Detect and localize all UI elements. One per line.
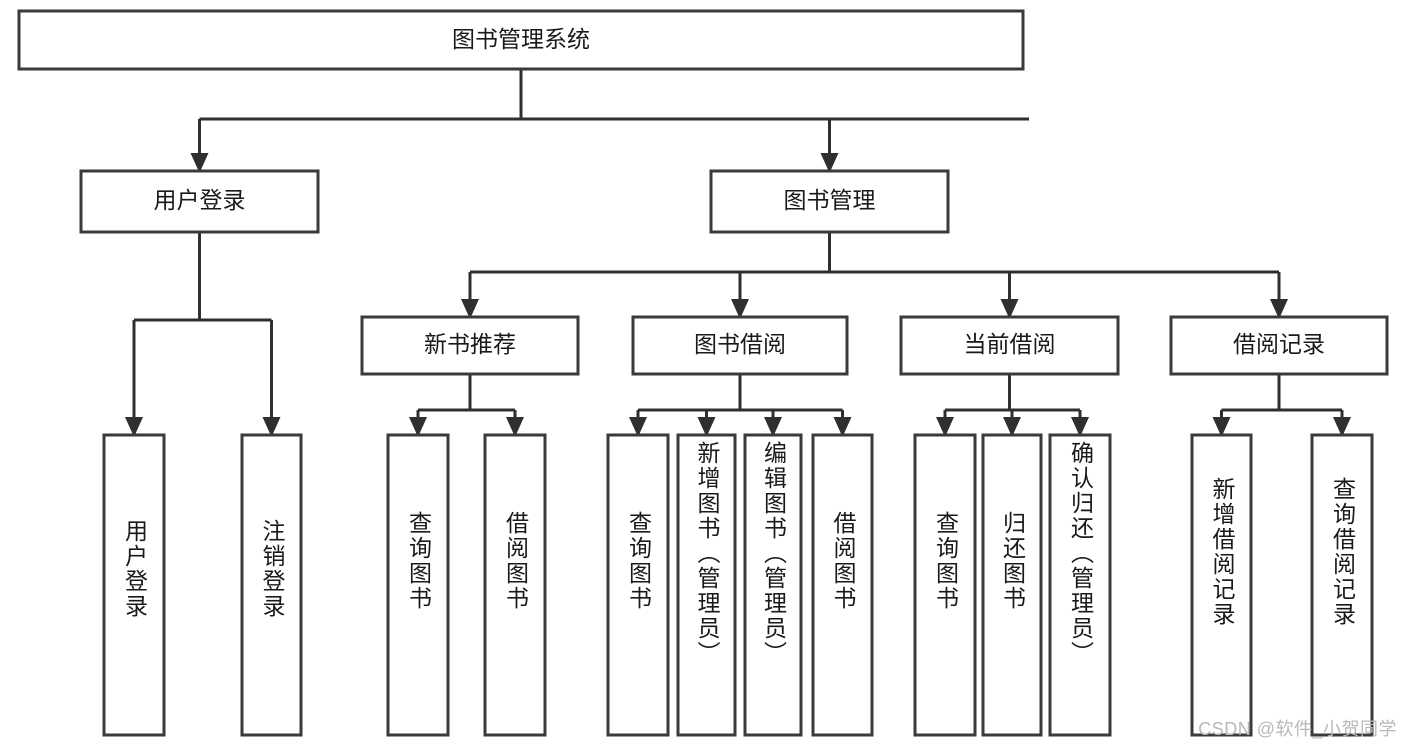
leaf-box-borrow-book-2[interactable] [811, 433, 874, 737]
leaf-box-query-book-3[interactable] [913, 433, 977, 737]
node-book-borrow-label: 图书借阅 [694, 331, 786, 357]
connector-borrow-record-to-leaves [1220, 374, 1344, 417]
connector-user-login-to-leaves [132, 232, 273, 417]
leaf-box-query-record[interactable] [1310, 433, 1374, 737]
node-borrow-record[interactable]: 借阅记录 [1169, 315, 1389, 376]
leaf-box-add-record[interactable] [1190, 433, 1253, 737]
leaf-box-add-book[interactable] [676, 433, 737, 737]
node-current-borrow[interactable]: 当前借阅 [899, 315, 1120, 376]
node-current-borrow-label: 当前借阅 [964, 331, 1056, 357]
node-borrow-record-label: 借阅记录 [1233, 331, 1325, 357]
connector-book-borrow-to-leaves [636, 374, 844, 417]
leaf-box-confirm-return[interactable] [1048, 433, 1112, 737]
leaf-box-borrow-book-1[interactable] [483, 433, 547, 737]
leaf-box-user-login[interactable] [102, 433, 166, 737]
node-new-book-recommend[interactable]: 新书推荐 [360, 315, 580, 376]
node-book-borrow[interactable]: 图书借阅 [631, 315, 849, 376]
leaf-box-return-book[interactable] [981, 433, 1043, 737]
node-book-manage-label: 图书管理 [784, 187, 876, 213]
node-root-system-label: 图书管理系统 [452, 26, 590, 52]
connector-book-manage-to-level3 [468, 232, 1281, 299]
node-new-book-recommend-label: 新书推荐 [424, 331, 516, 357]
leaf-box-user-logout[interactable] [240, 433, 303, 737]
node-root-system[interactable]: 图书管理系统 [17, 9, 1025, 71]
connector-root-to-level2 [198, 69, 1029, 153]
leaf-box-query-book-1[interactable] [386, 433, 450, 737]
watermark-text: CSDN @软件_小贺同学 [1198, 719, 1397, 739]
leaf-box-query-book-2[interactable] [606, 433, 670, 737]
leaf-node-boxes [102, 433, 1374, 737]
connector-new-book-recommend-to-leaves [416, 374, 517, 417]
node-user-login-label: 用户登录 [154, 187, 246, 213]
connector-current-borrow-to-leaves [943, 374, 1082, 417]
leaf-box-edit-book[interactable] [743, 433, 803, 737]
node-user-login[interactable]: 用户登录 [79, 169, 320, 234]
node-book-manage[interactable]: 图书管理 [709, 169, 950, 234]
